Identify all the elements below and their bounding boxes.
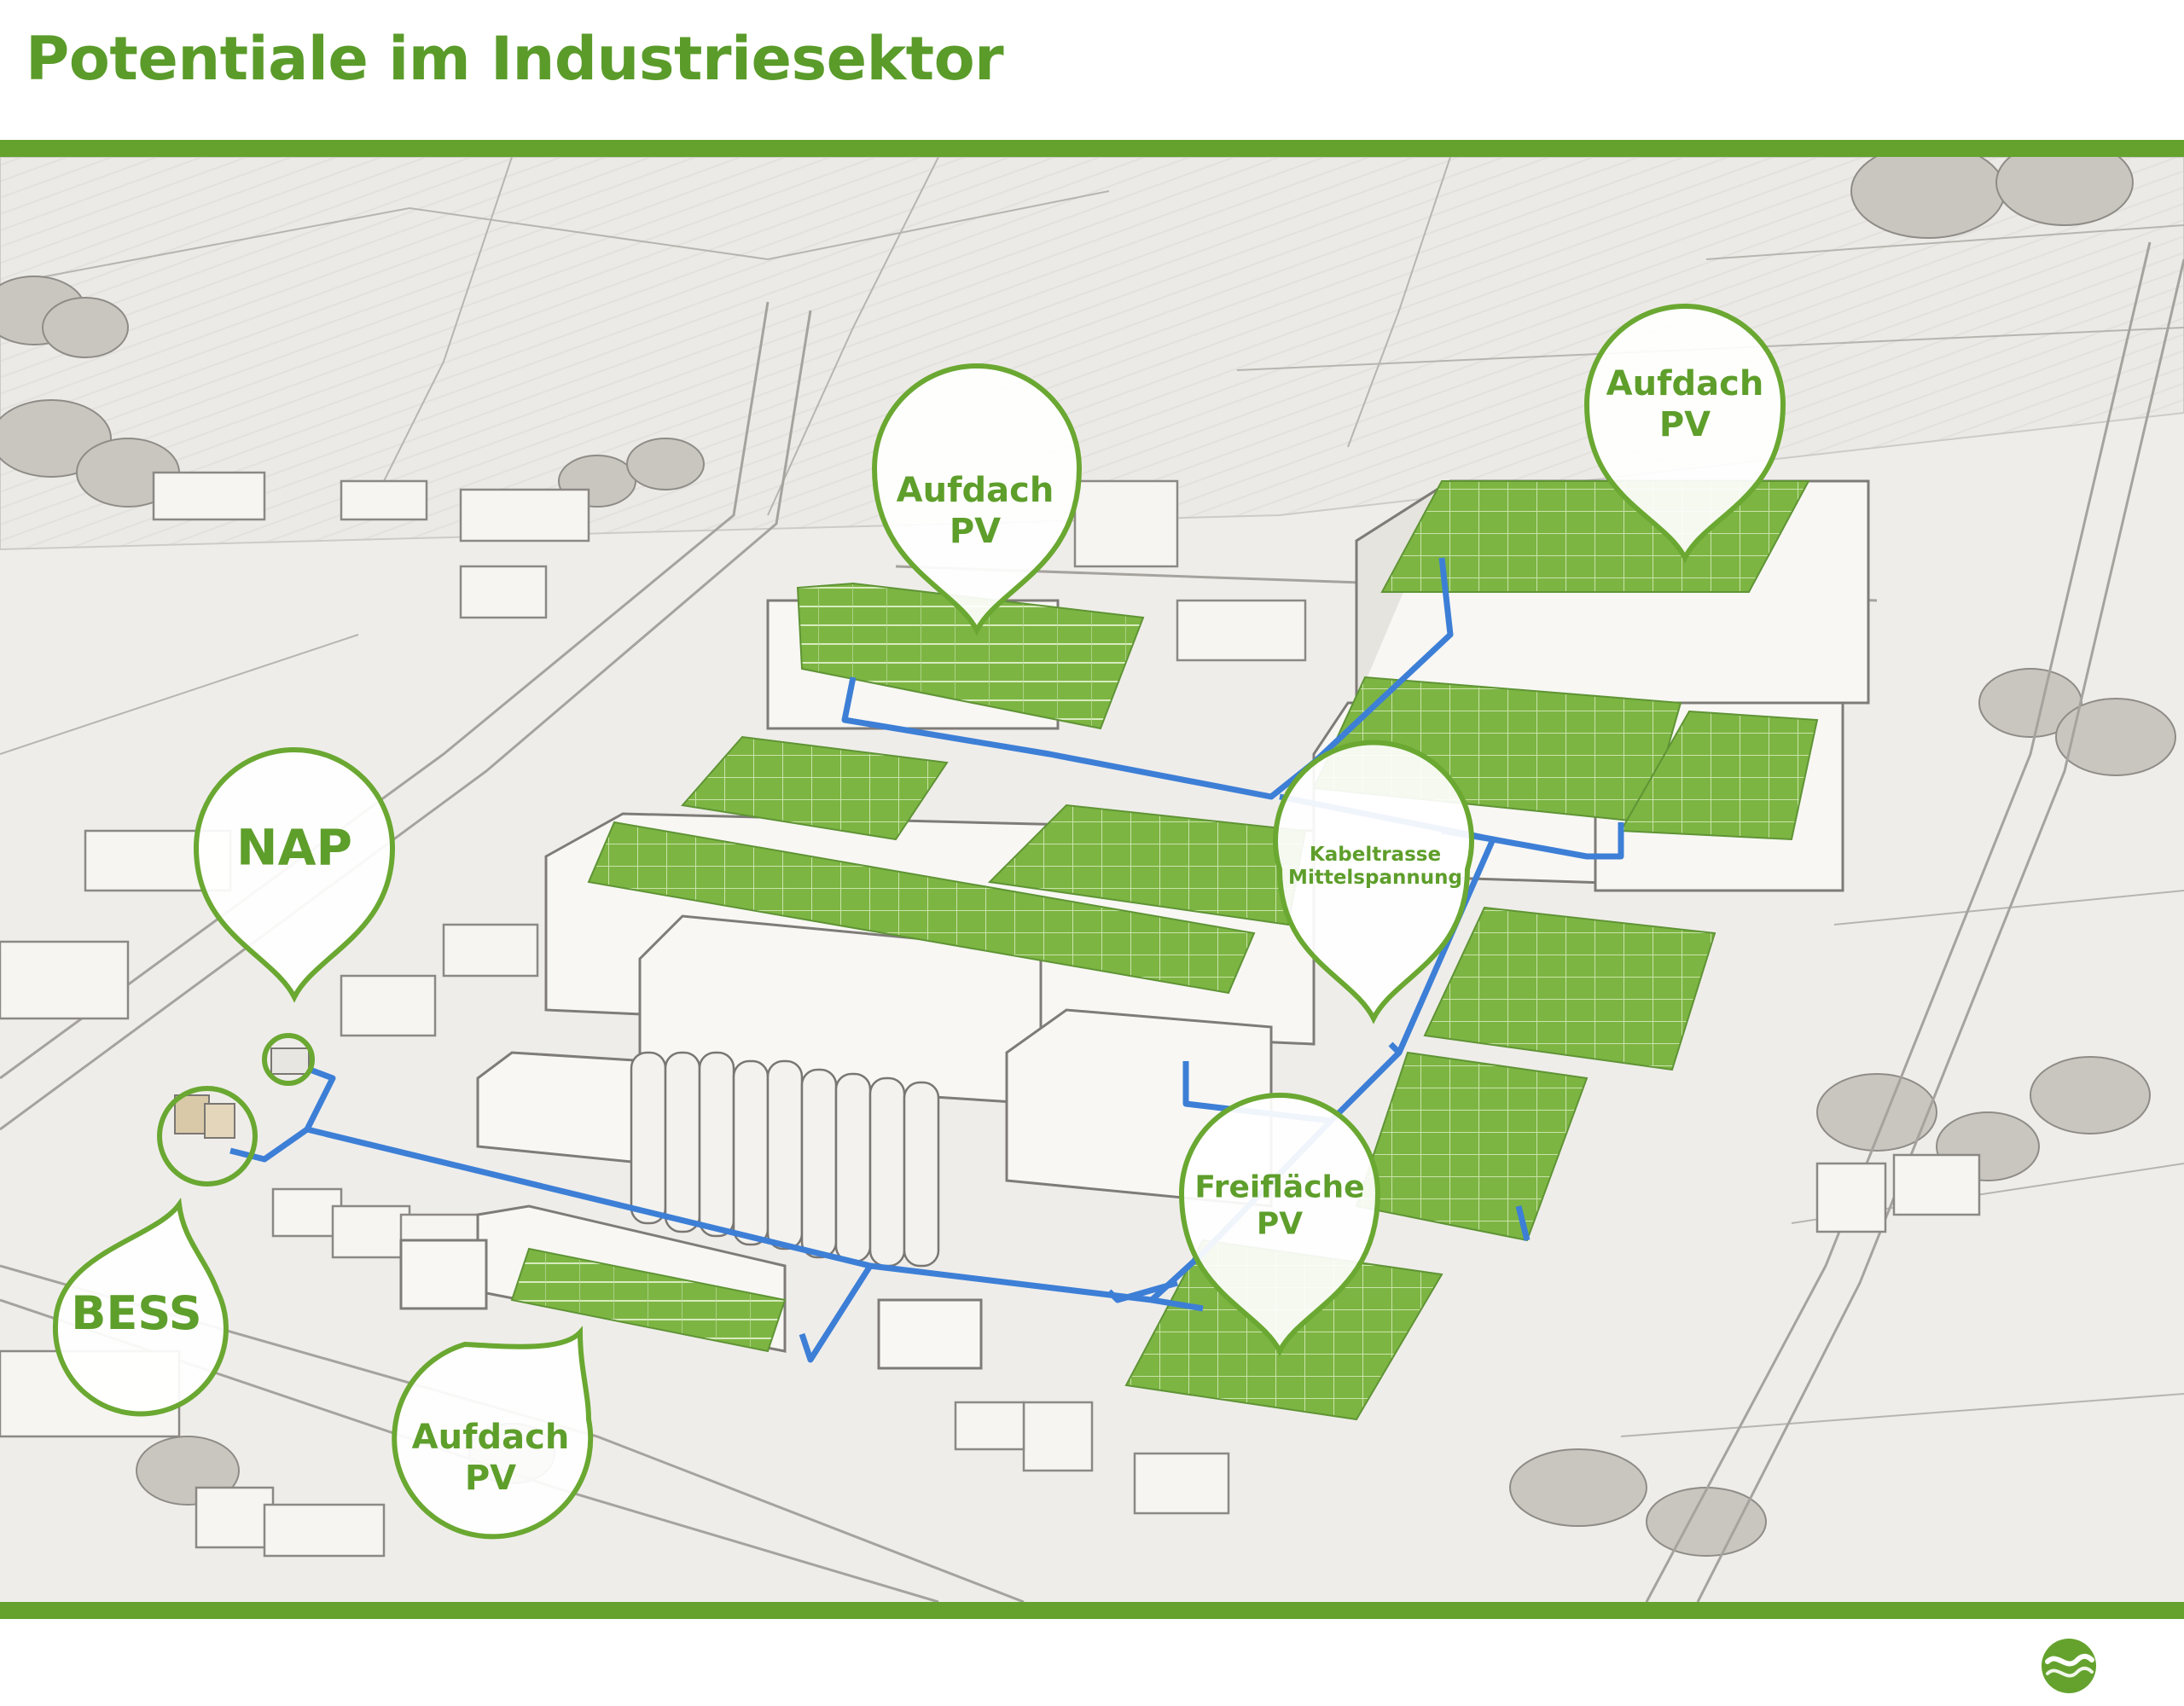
wave-logo-icon — [2042, 1639, 2096, 1693]
site-sketch — [0, 157, 2184, 1602]
silos — [630, 1051, 940, 1268]
cable-route — [229, 557, 1624, 1363]
footer-divider — [0, 1602, 2184, 1619]
callout-bess: BESS — [71, 1285, 202, 1340]
page-title: Potentiale im Industriesektor — [26, 24, 1004, 94]
header-divider — [0, 140, 2184, 157]
substation-nap — [262, 1033, 315, 1086]
callout-nap: NAP — [236, 818, 352, 877]
callout-bubbles — [52, 304, 1786, 1540]
battery-storage-bess — [157, 1086, 258, 1187]
